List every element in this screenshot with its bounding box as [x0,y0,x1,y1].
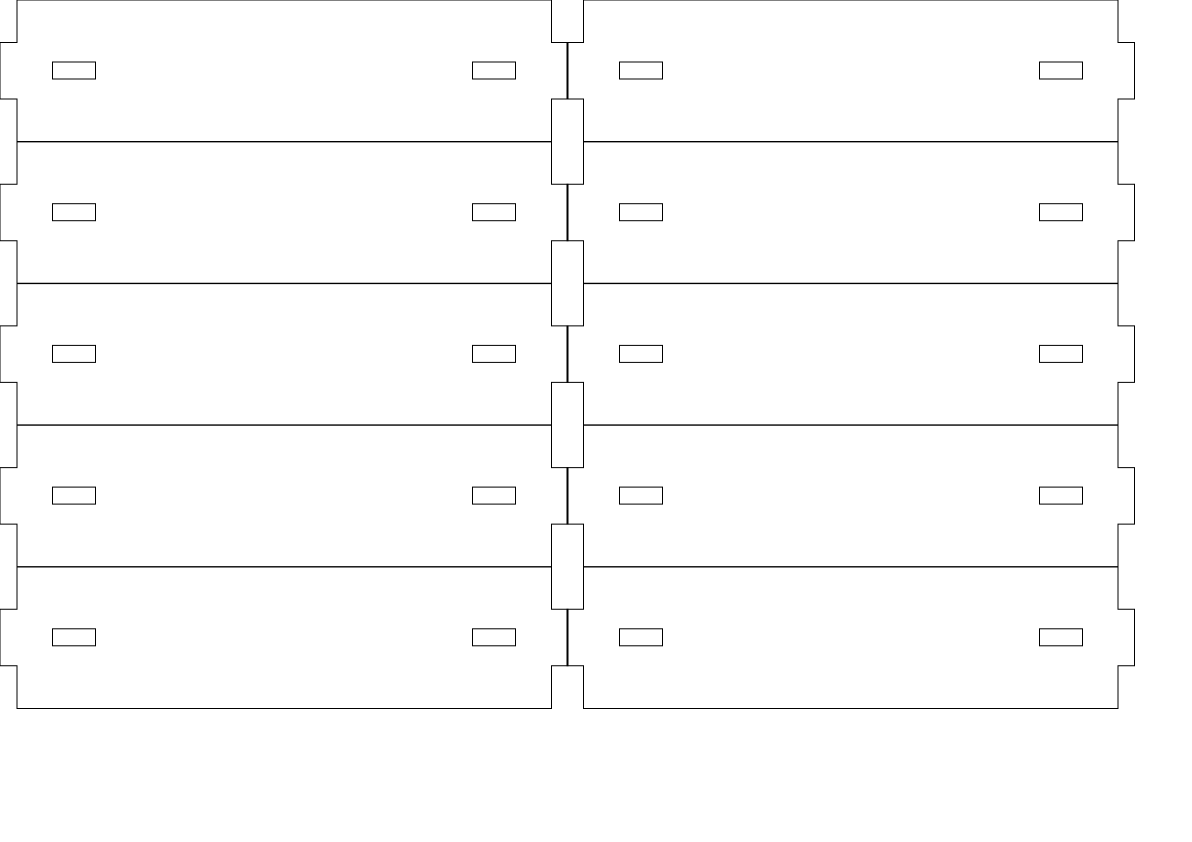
right-panel-1-slot [1039,61,1083,80]
left-panel-5-slot [472,628,516,647]
right-panel-2-slot [619,203,663,222]
left-panel-5-slot [52,628,96,647]
right-panel-4-slot [1039,486,1083,505]
left-panel-1-slot [472,61,516,80]
left-column-outline [0,0,569,709]
left-panel-3-slot [472,344,516,363]
right-column-outline [566,0,1135,709]
left-panel-3-slot [52,344,96,363]
right-panel-3-slot [619,344,663,363]
right-panel-1-slot [619,61,663,80]
left-panel-4-slot [472,486,516,505]
divider-layer [17,140,1118,568]
left-panel-2-slot [472,203,516,222]
slot-layer [52,61,1083,647]
outline-layer [0,0,1135,709]
left-panel-1-slot [52,61,96,80]
left-panel-2-slot [52,203,96,222]
right-panel-3-slot [1039,344,1083,363]
right-panel-5-slot [619,628,663,647]
right-panel-2-slot [1039,203,1083,222]
right-panel-4-slot [619,486,663,505]
left-panel-4-slot [52,486,96,505]
right-panel-5-slot [1039,628,1083,647]
